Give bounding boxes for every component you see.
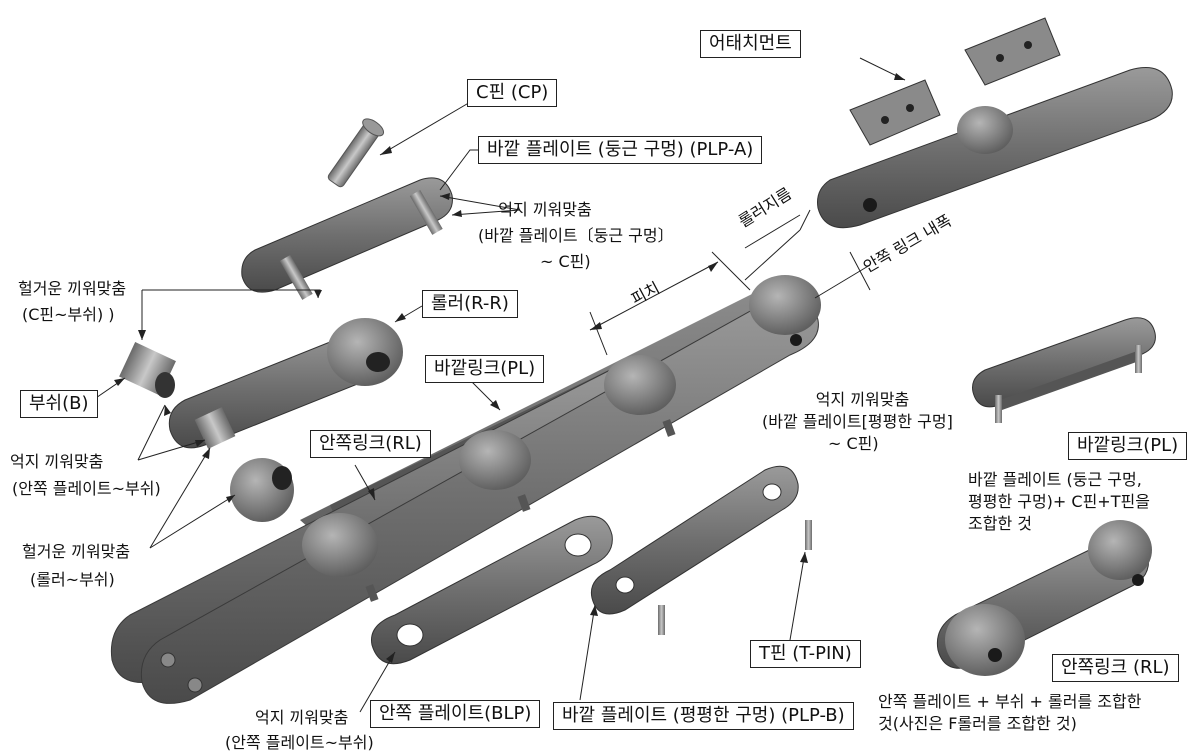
loose-fit-1-line1: 헐거운 끼워맞춤 [18,279,127,298]
inner-plate-blp-part [370,515,613,665]
loose-fit-2-line2: (롤러~부쉬) [30,570,115,589]
outer-link-side-label: 바깥링크(PL) [1068,432,1188,460]
chain-roller-2 [459,430,531,490]
inner-link-side-label: 안쪽링크 (RL) [1052,654,1179,682]
attachment-assembly [817,17,1173,229]
inner-link-main-label: 안쪽링크(RL) [310,430,431,458]
loose-fit-2-line1: 헐거운 끼워맞춤 [22,542,131,561]
press-fit-4-line2: (안쪽 플레이트~부쉬) [225,733,374,752]
leader-arrowheads [114,73,905,663]
side-inner-link-part [936,520,1152,676]
outer-link-desc-line2: 평평한 구멍)+ C핀+T핀을 [968,492,1150,511]
outer-link-desc-line1: 바깥 플레이트 (둥근 구멍, [968,470,1142,489]
press-fit-3-line2: (안쪽 플레이트~부쉬) [12,479,161,498]
press-fit-2-line3: ~ C핀) [828,434,879,453]
outer-plate-round-label: 바깥 플레이트 (둥근 구멍) (PLP-A) [478,136,763,164]
inner-plate-with-roller-part [168,318,403,449]
press-fit-1-line1: 억지 끼워맞춤 [498,200,592,219]
loose-fit-1-line2: (C핀~부쉬) ) [22,305,115,324]
press-fit-3-line1: 억지 끼워맞춤 [10,452,104,471]
inner-plate-blp-label: 안쪽 플레이트(BLP) [370,700,541,728]
leader-lines [89,57,906,713]
bush-part [119,342,176,398]
chain-roller-3 [604,355,676,415]
inner-link-desc-line1: 안쪽 플레이트 + 부쉬 + 롤러를 조합한 [878,692,1142,711]
attachment-label: 어태치먼트 [700,30,801,58]
roller-label: 롤러(R-R) [422,290,518,318]
main-chain-assembly [110,275,821,704]
chain-roller-4 [749,275,821,335]
c-pin-part [327,118,385,188]
side-outer-link-part [972,317,1156,423]
t-pin-part [658,520,812,635]
press-fit-1-line2: (바깥 플레이트〔둥근 구멍〕 [478,226,674,245]
c-pin-label: C핀 (CP) [467,79,558,107]
loose-roller-part [230,458,294,522]
bush-label: 부쉬(B) [20,390,98,418]
outer-link-main-label: 바깥링크(PL) [425,355,545,383]
chain-roller-1 [302,513,378,577]
t-pin-label: T핀 (T-PIN) [750,640,861,668]
press-fit-4-line1: 억지 끼워맞춤 [255,708,349,727]
outer-plate-flat-label: 바깥 플레이트 (평평한 구멍) (PLP-B) [553,702,854,730]
press-fit-2-line2: (바깥 플레이트[평평한 구멍] [762,412,953,431]
outer-plate-flat-part [590,465,799,615]
outer-plate-round-part [241,177,453,300]
outer-link-desc-line3: 조합한 것 [968,514,1032,533]
inner-link-desc-line2: 것(사진은 F롤러를 조합한 것) [878,714,1077,733]
press-fit-1-line3: ~ C핀) [540,252,591,271]
press-fit-2-line1: 억지 끼워맞춤 [815,390,910,409]
